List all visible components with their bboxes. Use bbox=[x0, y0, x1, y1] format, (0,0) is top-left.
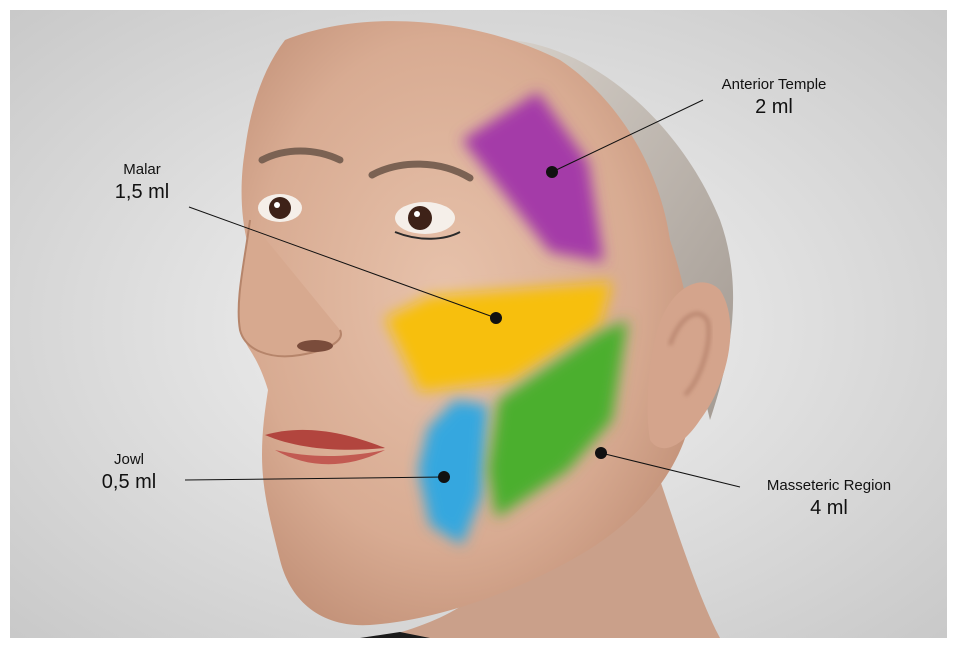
label-jowl: Jowl 0,5 ml bbox=[86, 451, 172, 494]
label-anterior-temple: Anterior Temple 2 ml bbox=[704, 76, 844, 119]
marker-jowl bbox=[438, 471, 450, 483]
marker-anterior-temple bbox=[546, 166, 558, 178]
region-name: Masseteric Region bbox=[744, 477, 914, 494]
region-name: Malar bbox=[94, 161, 190, 178]
region-name: Anterior Temple bbox=[704, 76, 844, 93]
label-masseteric: Masseteric Region 4 ml bbox=[744, 477, 914, 520]
region-volume: 0,5 ml bbox=[86, 471, 172, 494]
region-volume: 2 ml bbox=[704, 96, 844, 119]
region-volume: 1,5 ml bbox=[94, 181, 190, 204]
label-malar: Malar 1,5 ml bbox=[94, 161, 190, 204]
marker-malar bbox=[490, 312, 502, 324]
region-volume: 4 ml bbox=[744, 497, 914, 520]
marker-masseteric bbox=[595, 447, 607, 459]
region-name: Jowl bbox=[86, 451, 172, 468]
